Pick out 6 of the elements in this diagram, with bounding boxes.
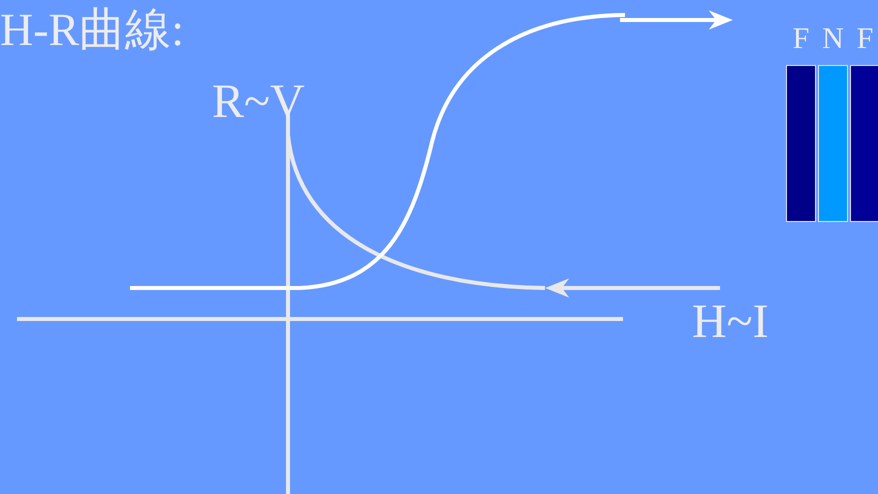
layer-label: F — [792, 22, 810, 56]
layer-label: F — [856, 22, 874, 56]
axis-label: R~V — [212, 76, 305, 128]
title: H-R曲線: — [0, 3, 184, 57]
layer-label: N — [821, 22, 845, 56]
axis-label: H~I — [692, 296, 769, 348]
